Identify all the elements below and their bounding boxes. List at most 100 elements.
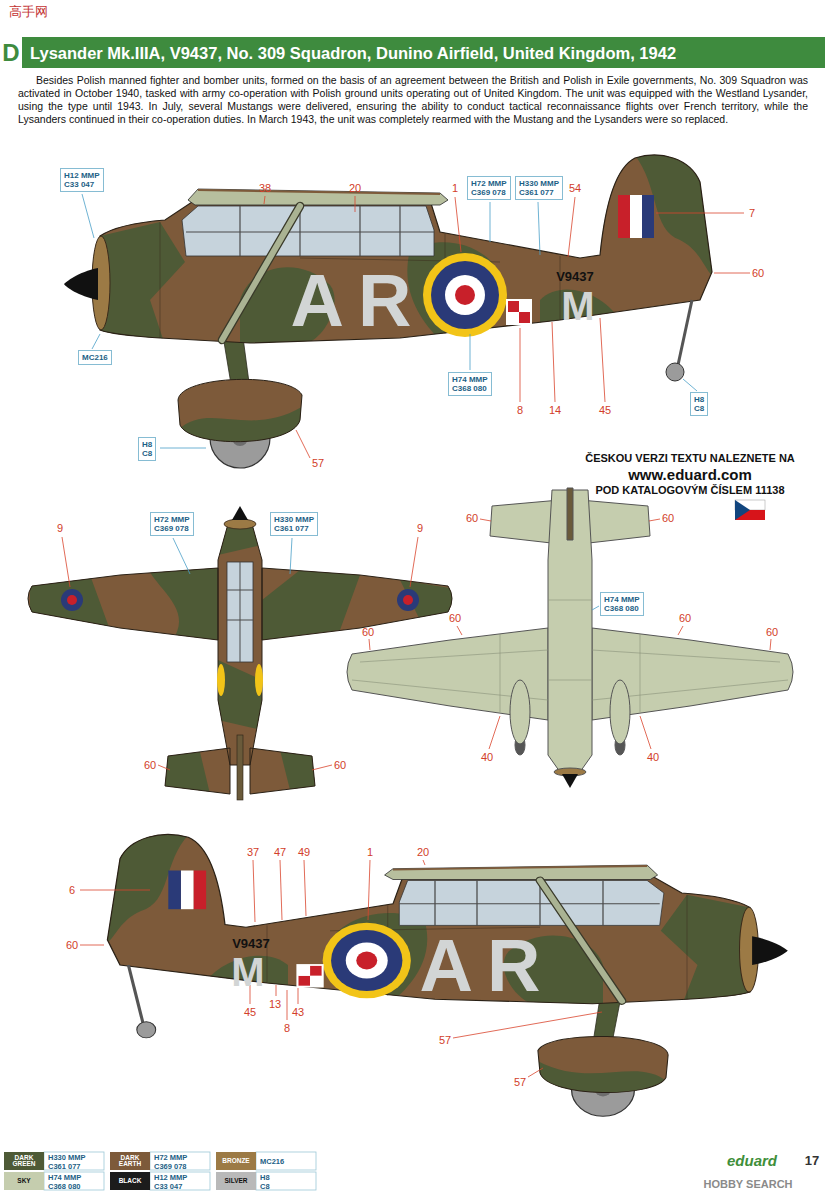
top-view [224,519,256,529]
callout-leader [62,196,771,1077]
legend-text: SILVER [217,1178,255,1185]
top-view [28,568,218,640]
paint-code: H8 [260,1173,270,1182]
serial-number: V9437 [556,269,594,284]
callout-number: 6 [69,884,75,896]
callout-leader [770,639,771,650]
callout-number: 60 [662,512,674,524]
top-view [218,524,262,765]
paint-callout-box: H74 MMPC368 080 [600,592,644,616]
paint-code: C369 078 [154,524,190,533]
paint-code: C8 [260,1182,270,1191]
callout-leader [80,890,150,891]
code-letters: AR [420,923,555,1008]
top-view [250,748,315,794]
callout-leader [369,639,370,650]
paint-code: C368 080 [452,384,488,393]
callout-leader [410,537,418,587]
top-view [218,660,262,730]
paint-code: C369 078 [471,188,507,197]
callout-number: 20 [417,846,429,858]
serial-number: V9437 [232,936,270,951]
callout-number: 40 [647,751,659,763]
paint-code: C8 [142,449,152,458]
callout-number: 9 [57,522,63,534]
callout-leader [714,273,750,274]
legend-text: DARK EARTH [111,1155,149,1168]
bottom-view [610,680,630,744]
paint-leader [173,538,190,574]
side-view-right [99,821,788,1116]
callout-number: 1 [452,182,458,194]
top-view [255,664,263,696]
side-view-left [64,140,720,468]
paint-callout-box: H330 MMPC361 077 [270,512,318,536]
paint-leader [683,379,697,391]
paint-leader [538,202,540,255]
paint-code: MC216 [260,1157,284,1166]
paint-leader [92,334,100,349]
individual-letter: M [231,950,264,995]
paint-code: H8 [694,395,704,404]
callout-number: 8 [284,1022,290,1034]
paint-code: H8 [142,440,152,449]
paint-leader [82,194,94,238]
paint-callout-box: H330 MMPC361 077 [515,176,563,200]
paint-code: C361 077 [519,188,559,197]
callout-leader [640,716,651,749]
callout-leader [678,626,683,635]
paint-leader [490,202,491,242]
paint-callout-box: H8C8 [690,392,708,416]
paint-code: H330 MMP [274,515,314,524]
paint-code: C8 [694,404,704,413]
code-letters: AR [291,258,426,343]
paint-callout-box: H74 MMPC368 080 [448,372,492,396]
paint-leader [470,334,471,370]
top-view [61,589,83,611]
callout-number: 1 [367,846,373,858]
callout-number: 57 [439,1034,451,1046]
callout-number: 57 [312,457,324,469]
callout-leader [276,985,277,996]
callout-number: 60 [362,626,374,638]
callout-leader [280,860,282,920]
title: Lysander Mk.IIIA, V9437, No. 309 Squadro… [30,44,676,63]
callout-number: 14 [549,404,561,416]
bottom-view [592,650,780,662]
callout-leader [62,537,70,587]
paint-callout-box: H72 MMPC369 078 [467,176,511,200]
callout-leader [480,519,491,521]
callout-number: 57 [514,1076,526,1088]
legend-code-box [150,1152,210,1170]
page-number: 17 [805,1153,819,1168]
color-swatch: SILVER [216,1172,256,1190]
callout-number: 60 [334,759,346,771]
paint-code: H74 MMP [48,1173,81,1182]
legend-code-box [150,1172,210,1190]
legend-text: BRONZE [217,1158,255,1165]
top-view [232,506,248,520]
czech-flag [735,500,750,520]
top-view [227,562,253,662]
callout-leader [253,860,255,922]
paint-callout-box: H72 MMPC369 078 [150,512,194,536]
top-view [237,735,243,800]
callout-leader [656,213,744,214]
callout-leader [304,860,306,916]
top-view [30,575,110,630]
paint-callout-box: H8C8 [138,437,156,461]
paint-code: C33 047 [64,180,100,189]
czech-note: POD KATALOGOVÝM ČÍSLEM 11138 [595,484,784,496]
legend-text: SKY [5,1178,43,1185]
callout-leader [489,716,500,749]
czech-note: www.eduard.com [628,466,752,483]
callout-leader [264,196,265,204]
callout-leader [568,197,575,257]
callout-number: 47 [274,846,286,858]
callout-number: 38 [259,182,271,194]
callout-number: 60 [449,612,461,624]
callout-number: 20 [349,182,361,194]
top-view [150,566,218,640]
